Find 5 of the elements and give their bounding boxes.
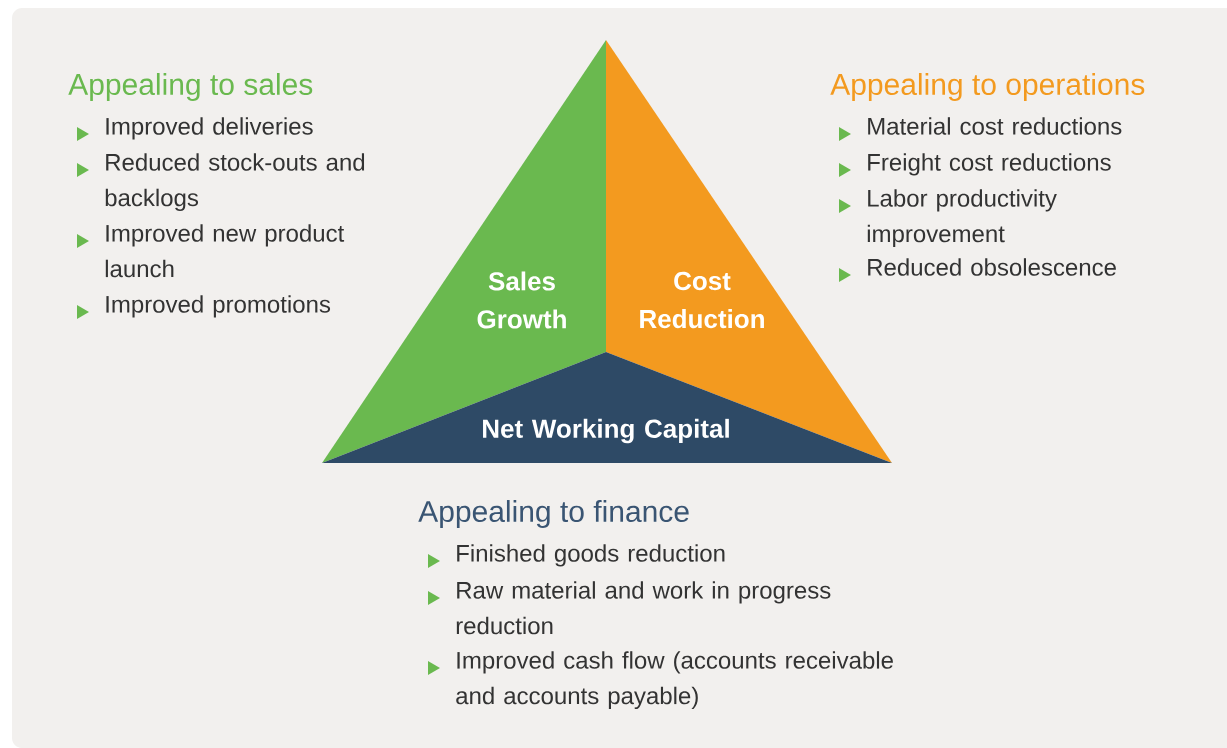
bullet-item: Improved cash flow (accounts receivable and accounts payable)	[456, 651, 893, 710]
triangle-segment: Net Working Capital	[322, 352, 892, 463]
bullet-item: Finished goods reduction	[457, 544, 725, 567]
section-heading: Appealing to finance	[418, 500, 689, 528]
bullet-item: Raw material and work in progress reduction	[456, 581, 831, 635]
